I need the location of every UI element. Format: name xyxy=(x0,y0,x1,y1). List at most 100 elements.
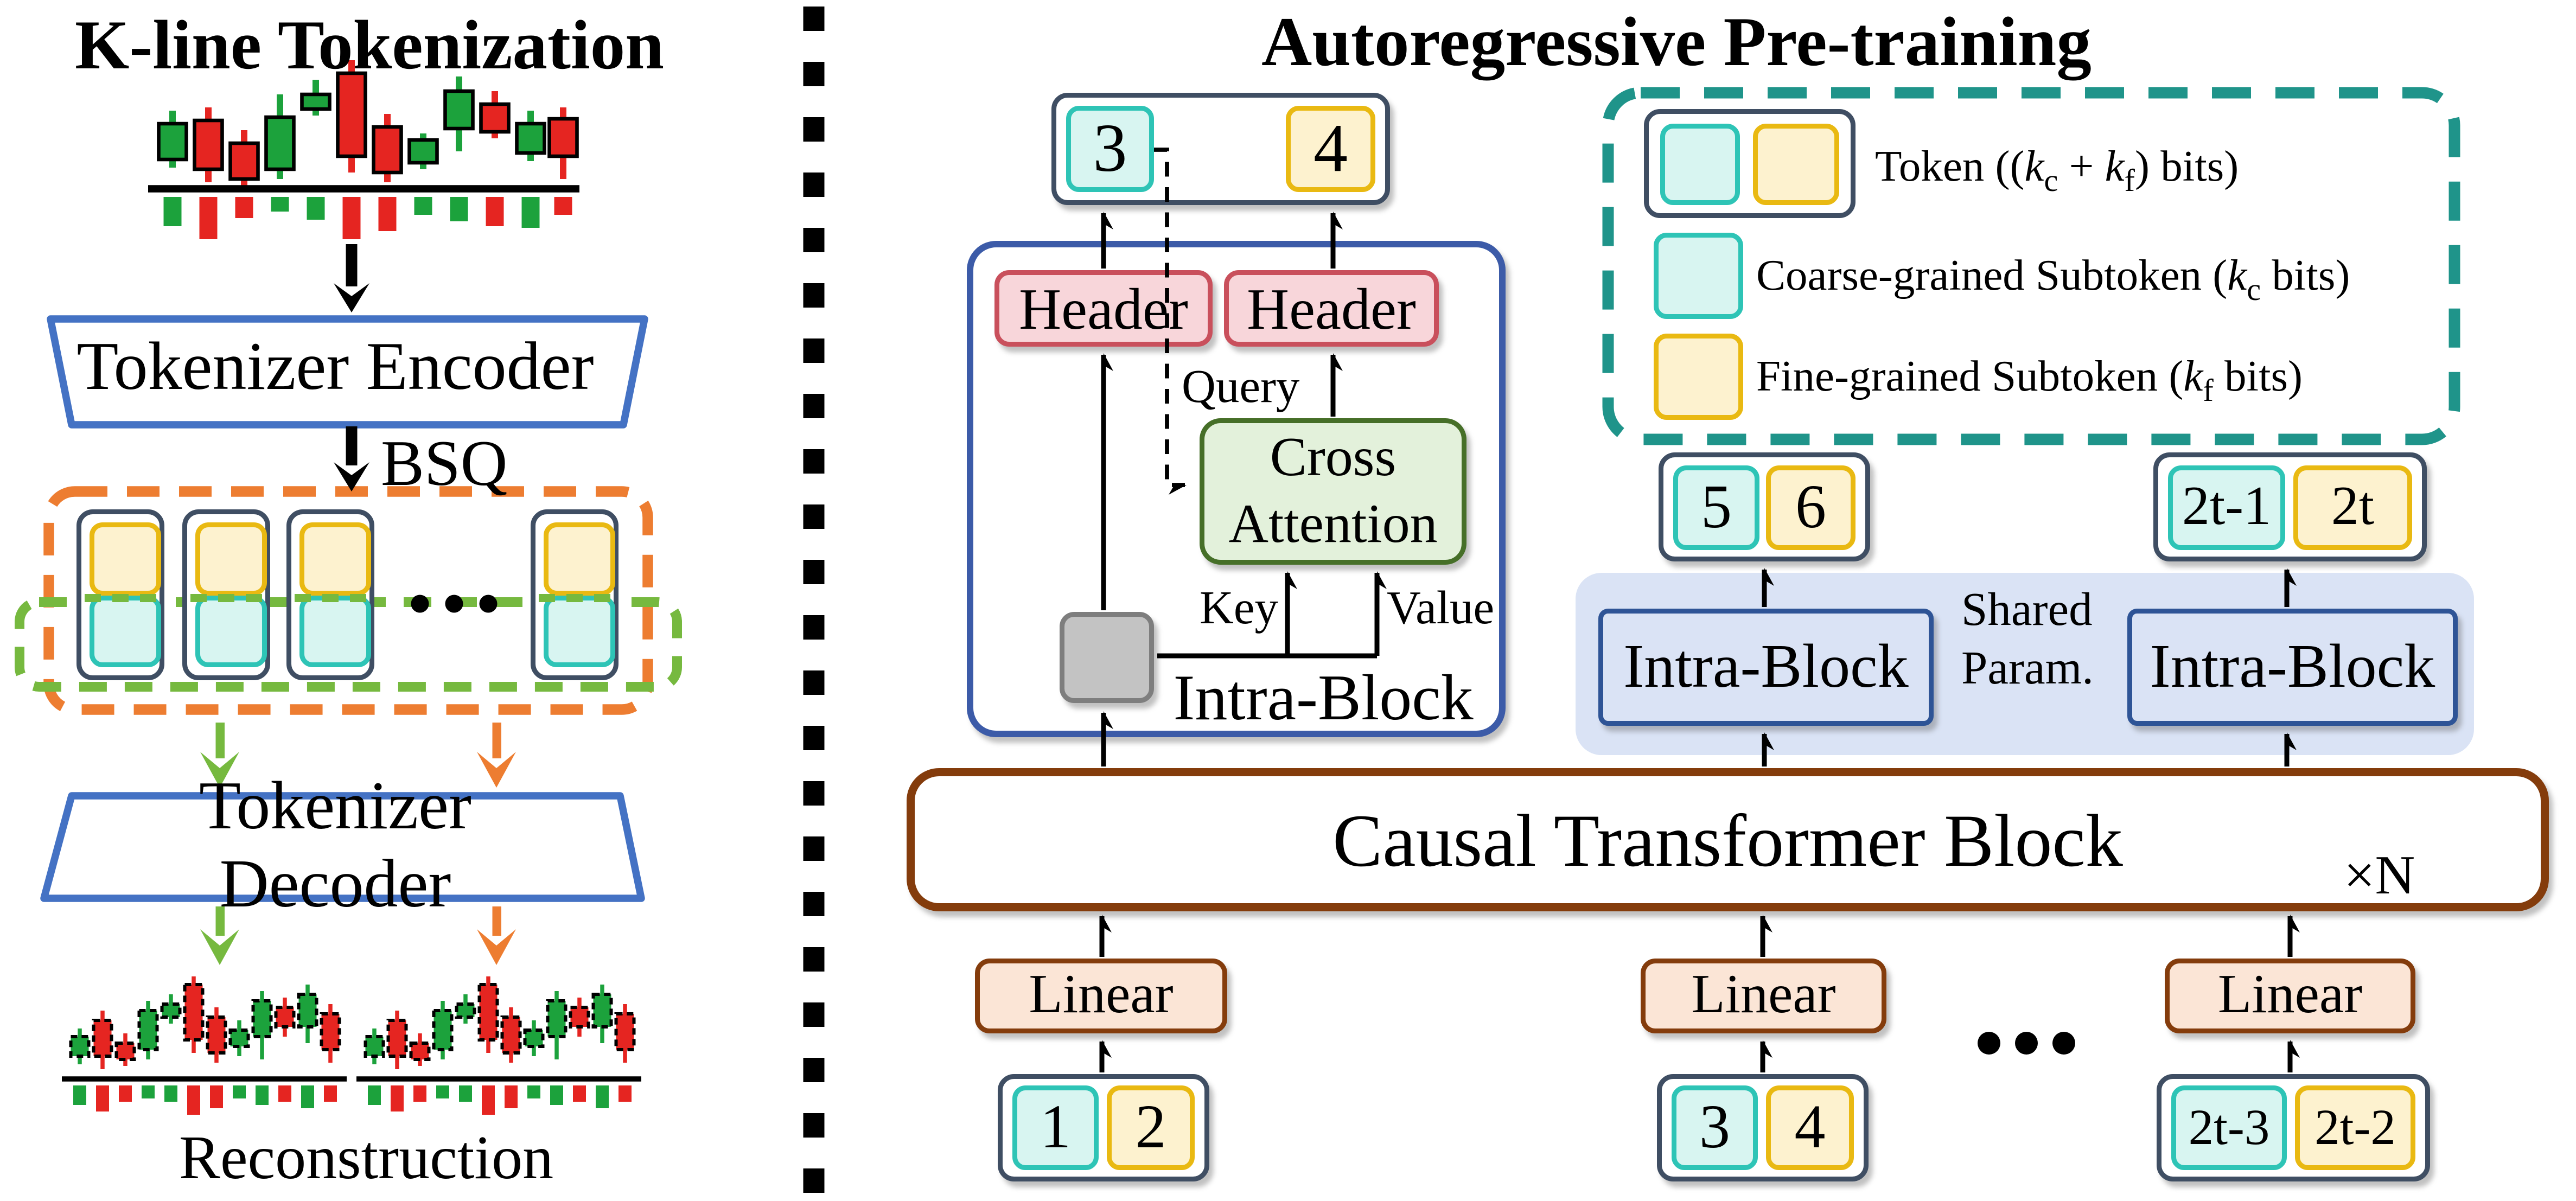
causal-transformer-block: Causal Transformer Block xyxy=(907,768,2549,911)
coarse-subtoken-2t-1: 2t-1 xyxy=(2168,464,2285,550)
coarse-subtoken xyxy=(195,595,267,667)
legend-text-part: ) bits) xyxy=(2134,142,2239,190)
legend-row-fine-text: Fine-grained Subtoken (kf bits) xyxy=(1756,350,2303,409)
coarse-subtoken xyxy=(299,595,371,667)
legend-text-part: Token (( xyxy=(1875,142,2025,190)
legend-text-part: + xyxy=(2058,142,2105,190)
shared-param-label: Shared Param. xyxy=(1961,584,2094,695)
tokenizer-encoder-trapezoid xyxy=(47,315,648,429)
header-label: Header xyxy=(1247,276,1416,341)
legend-coarse-subtoken-icon xyxy=(1660,123,1740,205)
green-dash-segment xyxy=(539,594,610,602)
token-pair xyxy=(286,509,374,680)
fine-subtoken xyxy=(195,522,267,595)
kline-chart xyxy=(148,60,579,239)
green-dash-segment xyxy=(190,594,262,602)
fine-down-arrow-orange xyxy=(477,723,516,788)
subtoken-number: 5 xyxy=(1701,472,1732,541)
subtoken-number: 2t-2 xyxy=(2314,1098,2396,1155)
hidden-state-gray-box xyxy=(1060,612,1154,703)
fine-subtoken-6: 6 xyxy=(1766,464,1856,550)
ctb-label: Causal Transformer Block xyxy=(1332,798,2123,881)
predicted-token-pair: 5 6 xyxy=(1659,452,1870,561)
reconstruction-label: Reconstruction xyxy=(178,1125,554,1193)
key-label: Key xyxy=(1200,583,1278,635)
coarse-subtoken-2t-3: 2t-3 xyxy=(2171,1085,2287,1170)
intra-block-box-2: Intra-Block xyxy=(2127,609,2458,726)
linear-box-2: Linear xyxy=(1641,959,1886,1033)
fine-down-arrow-orange-2 xyxy=(477,906,516,965)
tokenizer-decoder-label: Tokenizer Decoder xyxy=(75,769,596,923)
coarse-subtoken xyxy=(544,595,615,667)
intra-block-detail-label: Intra-Block xyxy=(1173,661,1474,734)
coarse-down-arrow-green xyxy=(200,723,239,788)
header-box-left: Header xyxy=(994,270,1213,347)
legend-text-part: bits) xyxy=(2213,352,2303,400)
header-box-right: Header xyxy=(1224,270,1439,347)
repeat-n-label: ×N xyxy=(2344,846,2415,906)
legend-token-icon xyxy=(1644,109,1856,218)
subtoken-number: 6 xyxy=(1795,472,1826,541)
fine-subtoken-2t-2: 2t-2 xyxy=(2295,1085,2415,1170)
intra-block-label: Intra-Block xyxy=(1623,633,1909,701)
header-label: Header xyxy=(1019,276,1188,341)
predicted-token-pair: 3 4 xyxy=(1051,93,1390,205)
subtoken-number: 3 xyxy=(1699,1094,1730,1162)
linear-box-3: Linear xyxy=(2165,959,2415,1033)
token-pair xyxy=(531,509,619,680)
bsq-label: BSQ xyxy=(381,426,508,500)
fine-subtoken-2: 2 xyxy=(1107,1085,1195,1170)
tokenizer-encoder-label: Tokenizer Encoder xyxy=(76,330,594,405)
token-pair xyxy=(182,509,270,680)
reconstruction-kline-chart-left xyxy=(62,976,347,1115)
legend-kf-symbol: k xyxy=(2183,352,2203,400)
linear-ellipsis-dots xyxy=(1978,1032,2075,1055)
fine-subtoken xyxy=(90,522,161,595)
token-pair xyxy=(76,509,164,680)
subtoken-number: 2t-1 xyxy=(2182,476,2272,536)
reconstruction-kline-chart-right xyxy=(356,976,641,1115)
coarse-down-arrow-green-2 xyxy=(200,906,239,965)
legend-kc-subscript: c xyxy=(2044,165,2058,200)
subtoken-number: 4 xyxy=(1313,111,1348,187)
linear-label: Linear xyxy=(1029,965,1174,1025)
fine-subtoken-2t: 2t xyxy=(2293,464,2412,550)
subtoken-number: 2 xyxy=(1135,1094,1166,1162)
legend-text-part: Fine-grained Subtoken ( xyxy=(1756,352,2184,400)
legend-kc-symbol: k xyxy=(2024,142,2044,190)
input-token-pair: 2t-3 2t-2 xyxy=(2157,1074,2430,1181)
cross-attention-box: Cross Attention xyxy=(1200,418,1466,565)
intra-block-label: Intra-Block xyxy=(2150,633,2435,701)
tokenizer-decoder-trapezoid xyxy=(40,792,645,902)
legend-fine-subtoken-icon xyxy=(1753,123,1839,205)
coarse-subtoken-3b: 3 xyxy=(1672,1085,1758,1170)
linear-label: Linear xyxy=(2217,965,2363,1025)
legend-row-token-text: Token ((kc + kf) bits) xyxy=(1875,140,2239,199)
right-panel-title: Autoregressive Pre-training xyxy=(1261,5,2092,82)
green-dash-segment xyxy=(85,594,156,602)
green-dash-segment xyxy=(295,594,366,602)
intra-block-box-1: Intra-Block xyxy=(1598,609,1934,726)
legend-row-coarse-text: Coarse-grained Subtoken (kc bits) xyxy=(1756,249,2350,308)
legend-kf-subscript: f xyxy=(2124,165,2135,200)
left-panel-title: K-line Tokenization xyxy=(75,8,664,85)
coarse-subtoken xyxy=(90,595,161,667)
query-label: Query xyxy=(1182,361,1300,413)
subtoken-number: 1 xyxy=(1040,1094,1071,1162)
token-ellipsis-dots xyxy=(411,595,498,613)
linear-label: Linear xyxy=(1691,965,1836,1025)
subtoken-number: 2t xyxy=(2331,476,2375,536)
legend-fine-icon xyxy=(1654,334,1743,420)
coarse-subtoken-3: 3 xyxy=(1066,106,1154,192)
legend-kc-symbol: k xyxy=(2227,251,2247,299)
legend-text-part: Coarse-grained Subtoken ( xyxy=(1756,251,2228,299)
fine-subtoken xyxy=(544,522,615,595)
legend-coarse-icon xyxy=(1654,233,1743,319)
predicted-token-pair: 2t-1 2t xyxy=(2153,452,2427,561)
legend-kf-symbol: k xyxy=(2105,142,2125,190)
legend-text-part: bits) xyxy=(2261,251,2350,299)
input-token-pair: 1 2 xyxy=(998,1074,1209,1181)
fine-subtoken-4b: 4 xyxy=(1766,1085,1854,1170)
cross-attention-label: Cross Attention xyxy=(1228,427,1438,555)
